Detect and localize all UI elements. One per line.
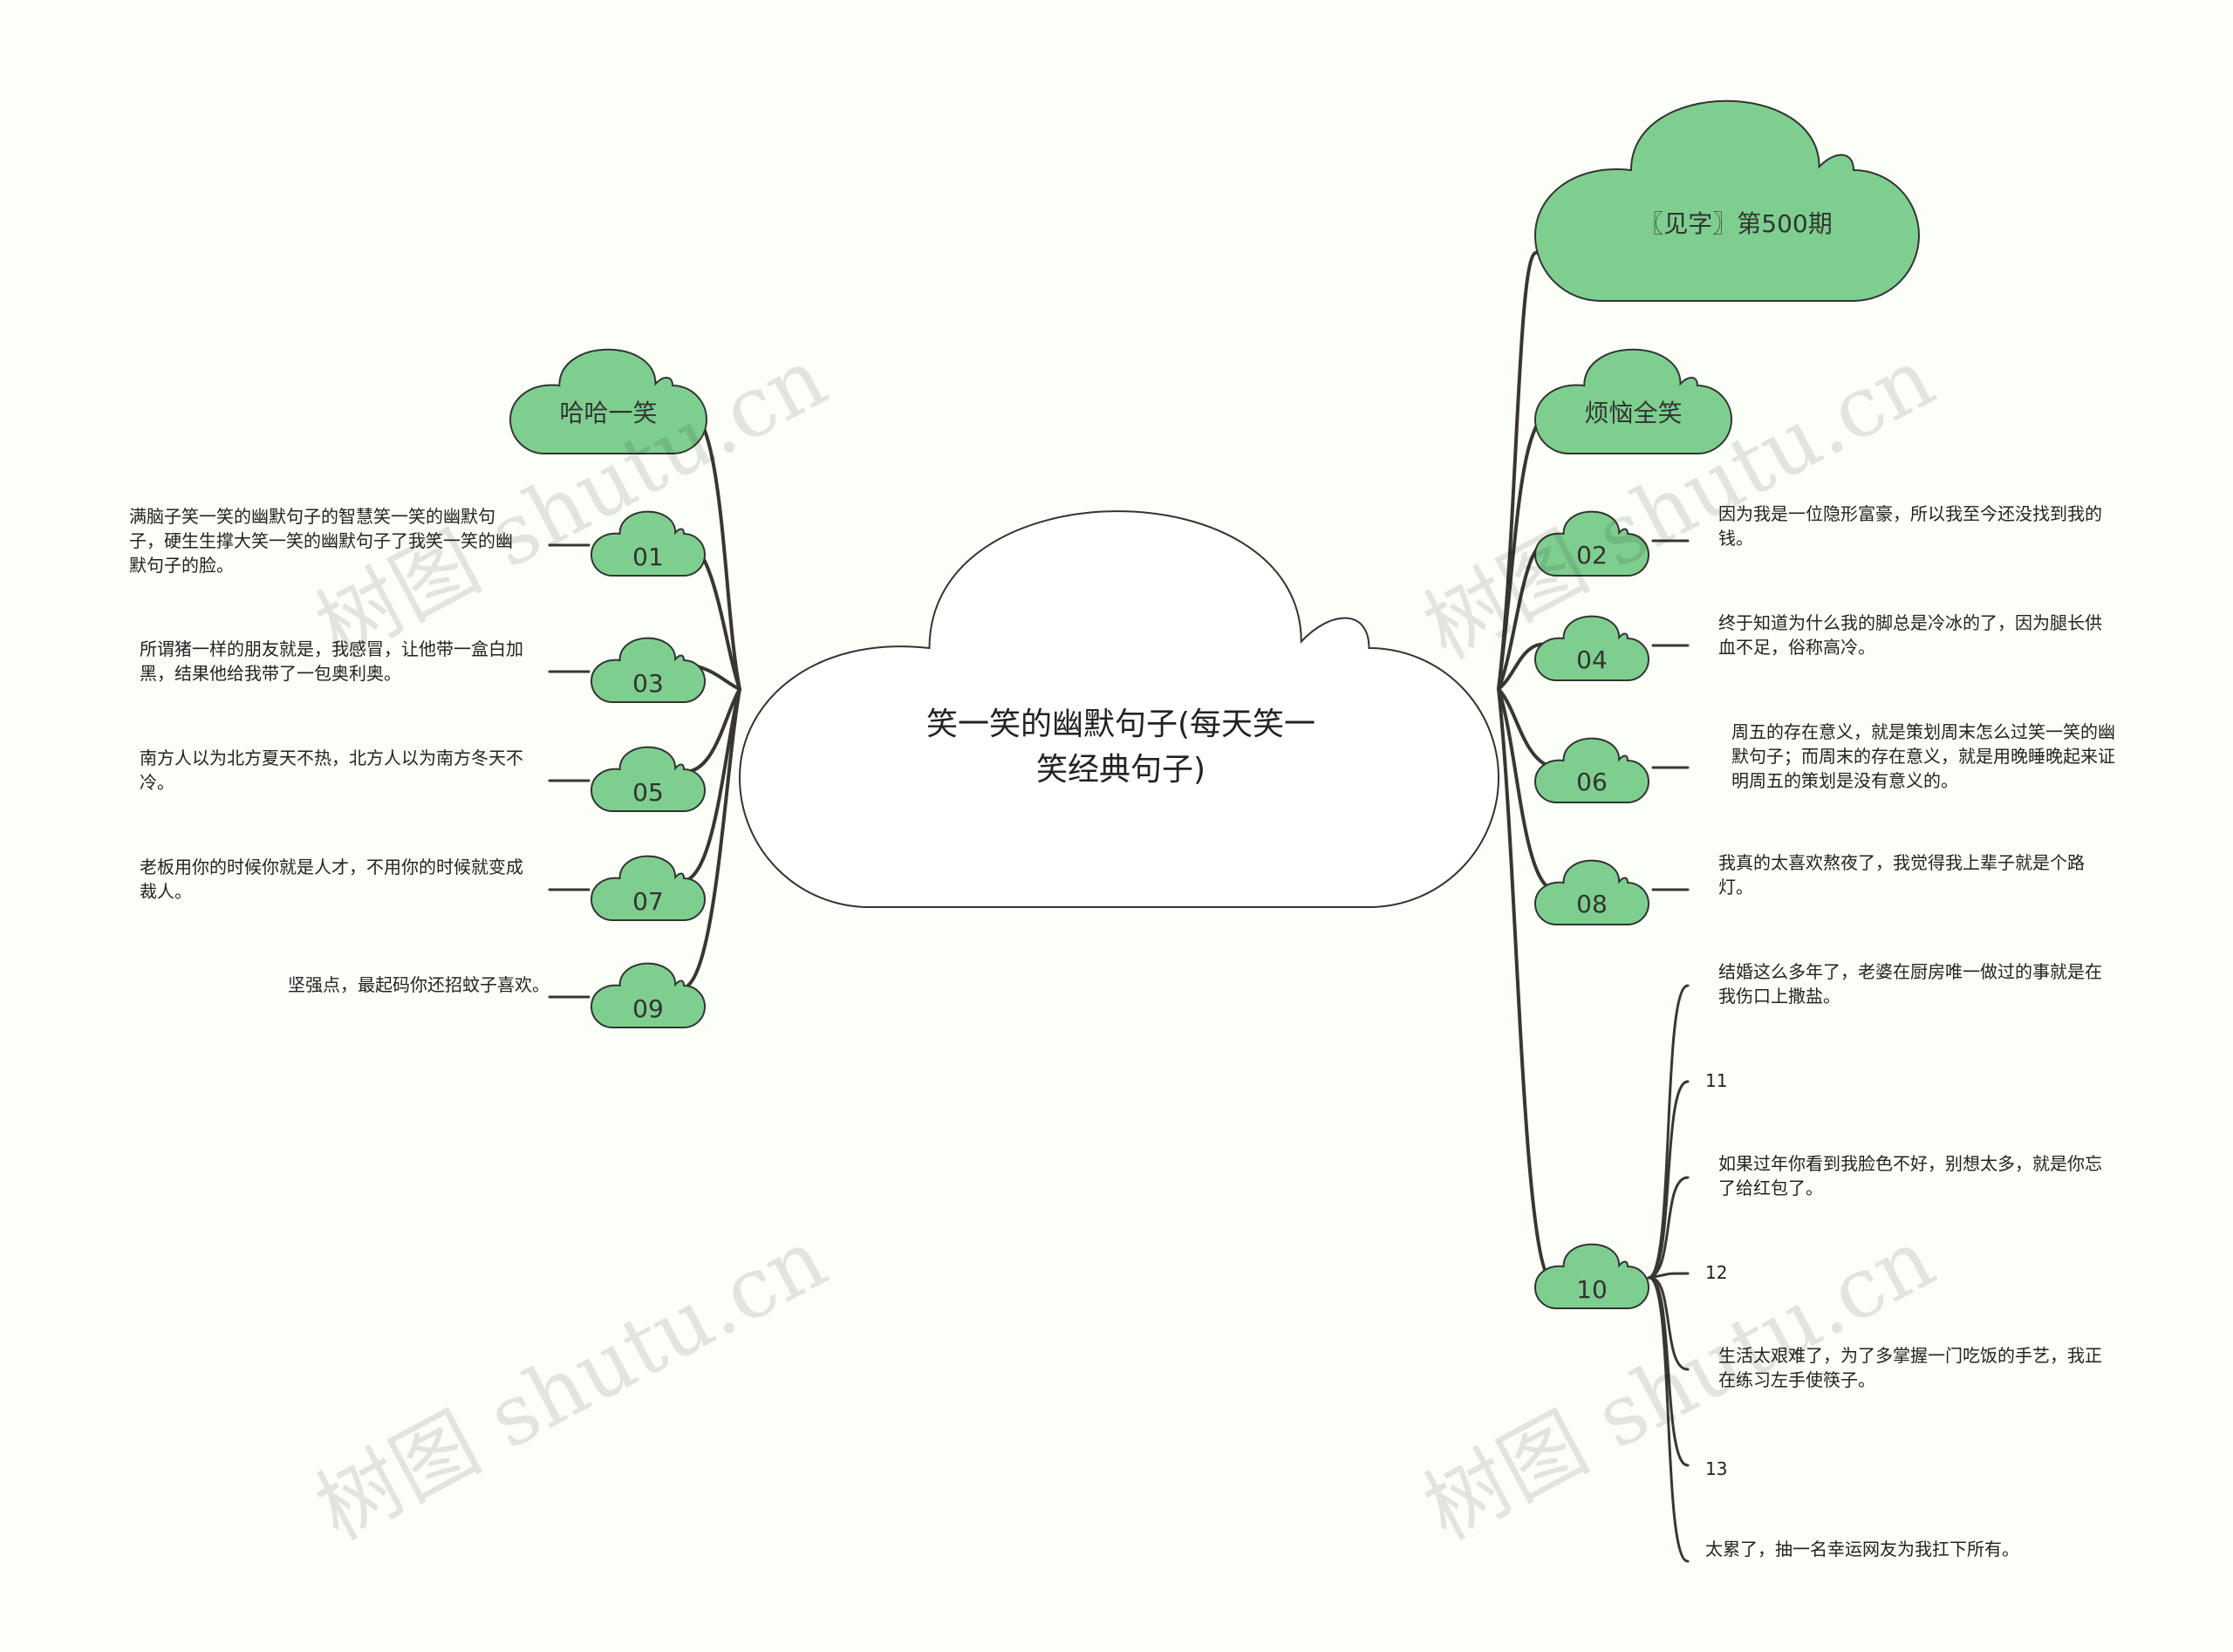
left-node-03 bbox=[590, 637, 706, 703]
right-branch-cloud bbox=[1533, 348, 1732, 454]
center-title: 笑一笑的幽默句子(每天笑一笑经典句子) bbox=[925, 707, 1316, 788]
node10-link-6 bbox=[1647, 1276, 1690, 1563]
right-node-08 bbox=[1533, 859, 1649, 925]
right-note-06: 周五的存在意义，就是策划周末怎么过笑一笑的幽默句子；而周末的存在意义，就是用晚睡… bbox=[1731, 721, 2115, 791]
left-node-label-01: 01 bbox=[632, 543, 664, 571]
node10-link-4 bbox=[1647, 1276, 1690, 1371]
right-node-06 bbox=[1533, 737, 1649, 803]
node10-note-0: 结婚这么多年了，老婆在厨房唯一做过的事就是在我伤口上撒盐。 bbox=[1718, 961, 2102, 1007]
node10-note-6: 太累了，抽一名幸运网友为我扛下所有。 bbox=[1705, 1539, 2019, 1560]
node10-number-12: 12 bbox=[1705, 1262, 1728, 1283]
link-left-3 bbox=[679, 687, 741, 884]
right-node-label-08: 08 bbox=[1576, 890, 1608, 918]
right-note-02: 因为我是一位隐形富豪，所以我至今还没找到我的钱。 bbox=[1718, 503, 2102, 549]
right-node-label-04: 04 bbox=[1576, 645, 1608, 674]
right-node-02 bbox=[1533, 510, 1649, 577]
left-note-01: 满脑子笑一笑的幽默句子的智慧笑一笑的幽默句子，硬生生撑大笑一笑的幽默句子了我笑一… bbox=[129, 506, 513, 576]
left-branch-label: 哈哈一笑 bbox=[559, 399, 658, 427]
node10-number-11: 11 bbox=[1705, 1070, 1728, 1091]
right-node-label-10: 10 bbox=[1576, 1275, 1608, 1304]
left-note-07: 老板用你的时候你就是人才，不用你的时候就变成裁人。 bbox=[140, 857, 523, 902]
link-right-4 bbox=[1497, 687, 1554, 1284]
right-node-label-06: 06 bbox=[1576, 768, 1608, 796]
node10-link-2 bbox=[1647, 1176, 1690, 1280]
left-branch-cloud bbox=[509, 348, 707, 454]
right-node-10 bbox=[1533, 1243, 1649, 1309]
left-node-label-05: 05 bbox=[632, 778, 664, 807]
right-node-04 bbox=[1533, 615, 1649, 681]
center-cloud bbox=[738, 510, 1499, 908]
left-node-label-03: 03 bbox=[632, 669, 664, 698]
node10-note-2: 如果过年你看到我脸色不好，别想太多，就是你忘了给红包了。 bbox=[1718, 1153, 2102, 1198]
left-note-03: 所谓猪一样的朋友就是，我感冒，让他带一盒白加黑，结果他给我带了一包奥利奥。 bbox=[140, 638, 523, 684]
node10-number-13: 13 bbox=[1705, 1458, 1728, 1479]
left-note-09: 坚强点，最起码你还招蚊子喜欢。 bbox=[288, 974, 550, 995]
left-note-05: 南方人以为北方夏天不热，北方人以为南方冬天不冷。 bbox=[140, 747, 523, 793]
left-node-09 bbox=[590, 962, 706, 1028]
topright-cloud bbox=[1533, 99, 1920, 302]
node10-link-3 bbox=[1647, 1272, 1690, 1280]
link-right-3 bbox=[1497, 687, 1554, 891]
topright-label: 〖见字〗第500期 bbox=[1639, 209, 1833, 238]
left-node-05 bbox=[590, 746, 706, 812]
right-note-04: 终于知道为什么我的脚总是冷冰的了，因为腿长供血不足，俗称高冷。 bbox=[1718, 612, 2102, 658]
left-node-01 bbox=[590, 510, 706, 577]
left-node-07 bbox=[590, 855, 706, 921]
node10-link-0 bbox=[1647, 984, 1690, 1280]
right-node-label-02: 02 bbox=[1576, 541, 1608, 570]
right-note-08: 我真的太喜欢熬夜了，我觉得我上辈子就是个路灯。 bbox=[1718, 852, 2085, 898]
left-node-label-09: 09 bbox=[632, 994, 664, 1023]
node10-link-1 bbox=[1647, 1080, 1690, 1280]
left-node-label-07: 07 bbox=[632, 887, 664, 916]
link-right-2 bbox=[1497, 687, 1554, 769]
node10-note-4: 生活太艰难了，为了多掌握一门吃饭的手艺，我正在练习左手使筷子。 bbox=[1718, 1345, 2102, 1390]
link-left-4 bbox=[679, 687, 741, 991]
right-branch-label: 烦恼全笑 bbox=[1584, 399, 1683, 427]
